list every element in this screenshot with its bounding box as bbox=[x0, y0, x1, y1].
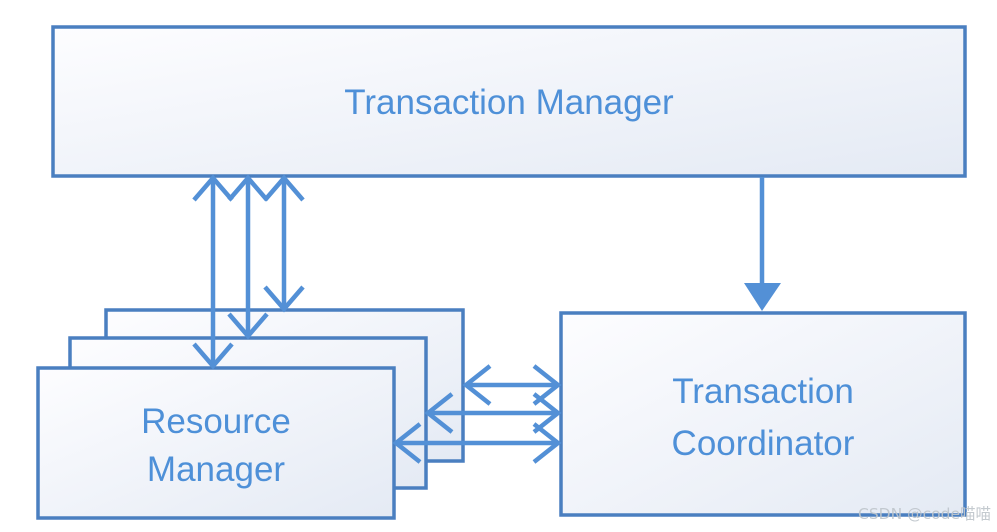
arrowhead-right-icon bbox=[532, 422, 562, 464]
arrowhead-up-icon bbox=[192, 174, 234, 202]
tm-rm-double-arrow-2 bbox=[227, 174, 269, 340]
arrowhead-right-icon bbox=[532, 392, 562, 434]
rm-tc-double-arrow-2 bbox=[424, 392, 562, 434]
tm-rm-arrows bbox=[192, 174, 305, 370]
rm-tc-double-arrow-1 bbox=[462, 364, 562, 406]
resource-manager-label-line2: Manager bbox=[147, 450, 285, 489]
transaction-coordinator-box bbox=[559, 311, 967, 517]
resource-manager-node: Resource Manager bbox=[36, 308, 465, 520]
transaction-coordinator-label-line1: Transaction bbox=[672, 372, 854, 411]
rm-tc-arrows bbox=[392, 364, 562, 464]
rm-tc-double-arrow-3 bbox=[392, 422, 562, 464]
tm-tc-arrow bbox=[744, 177, 781, 311]
transaction-coordinator-label-line2: Coordinator bbox=[672, 424, 855, 463]
watermark: CSDN @code喵喵 bbox=[858, 505, 991, 523]
resource-manager-box-front bbox=[36, 366, 396, 520]
transaction-manager-box bbox=[51, 25, 967, 178]
arrowhead-up-icon bbox=[263, 174, 305, 202]
arrowhead-left-icon bbox=[392, 422, 422, 464]
transaction-manager-node: Transaction Manager bbox=[51, 25, 967, 178]
resource-manager-label-line1: Resource bbox=[141, 402, 291, 441]
arrowhead-left-icon bbox=[462, 364, 492, 406]
arrowhead-down-icon bbox=[263, 285, 305, 313]
arrowhead-up-icon bbox=[227, 174, 269, 202]
tm-rm-double-arrow-1 bbox=[192, 174, 234, 370]
arrowhead-down-icon bbox=[227, 312, 269, 340]
transaction-manager-label: Transaction Manager bbox=[344, 83, 674, 122]
arrowhead-left-icon bbox=[424, 392, 454, 434]
arrowhead-down-icon bbox=[192, 342, 234, 370]
transaction-coordinator-node: Transaction Coordinator bbox=[559, 311, 967, 517]
tm-rm-double-arrow-3 bbox=[263, 174, 305, 313]
arrowhead-solid-down-icon bbox=[744, 283, 781, 311]
